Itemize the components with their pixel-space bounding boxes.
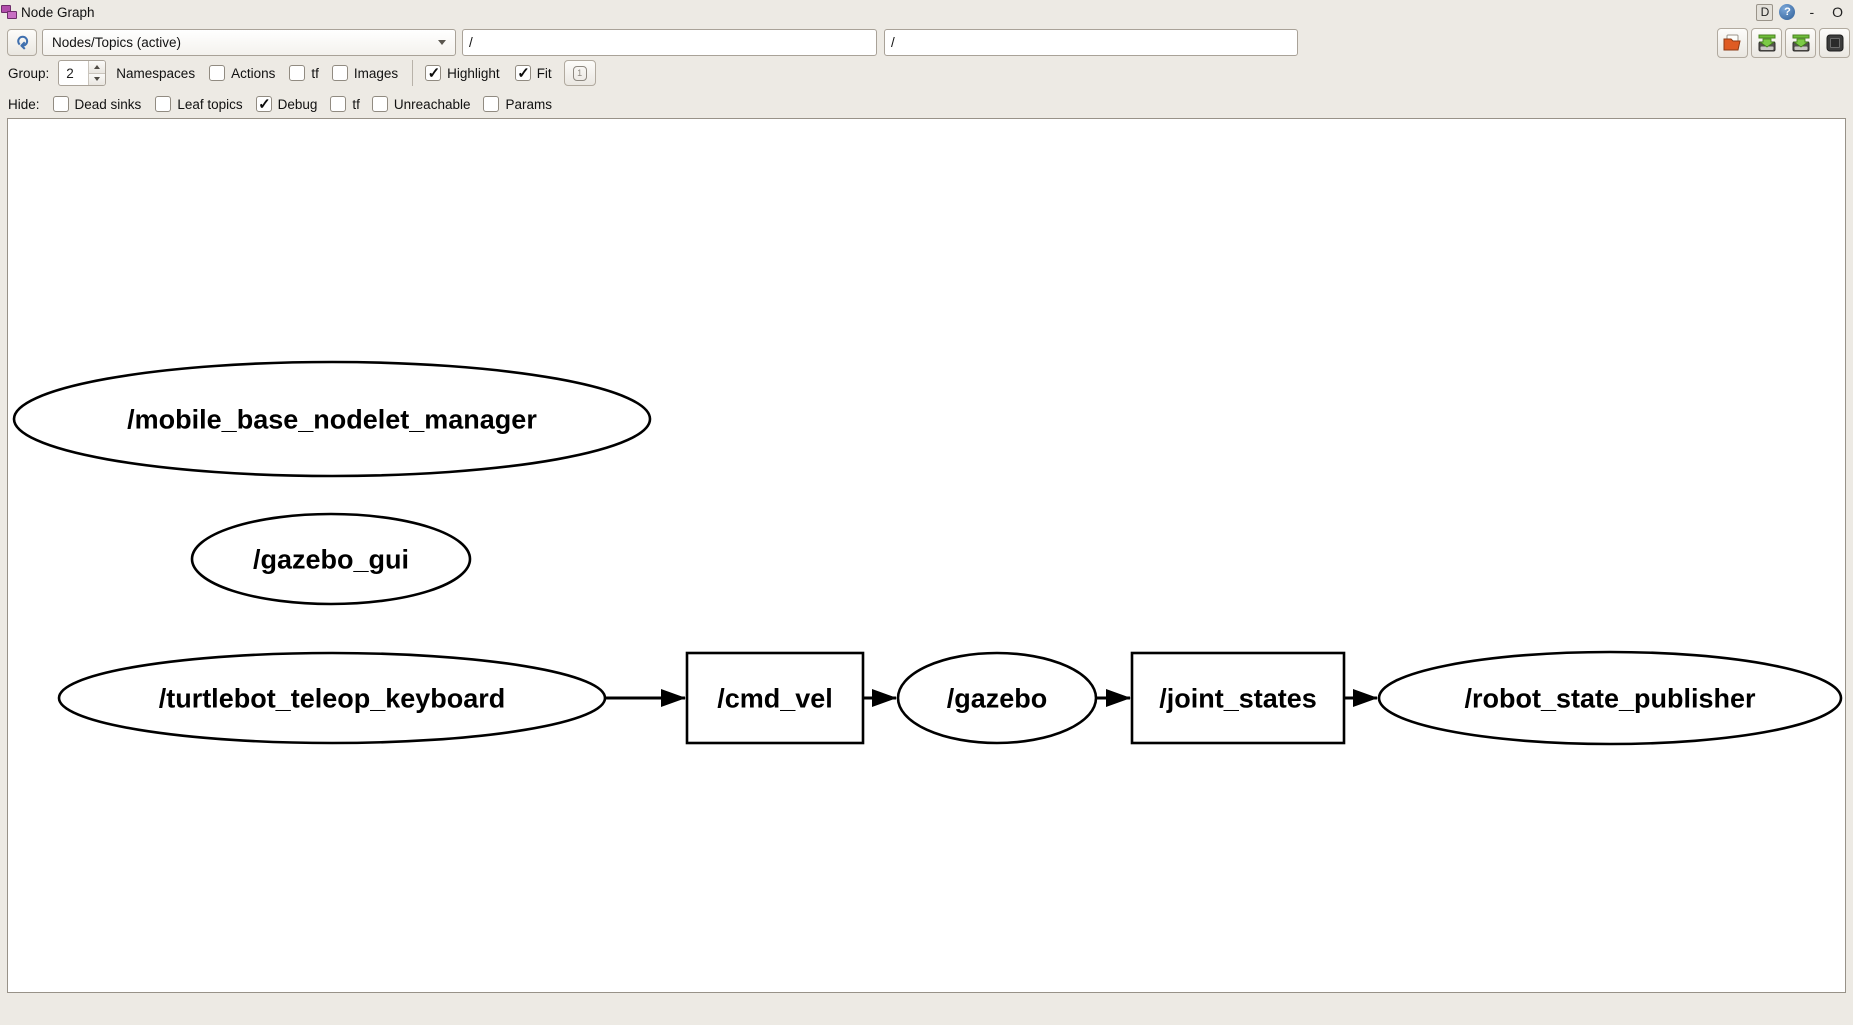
node-robot_state_publisher [1377, 650, 1843, 746]
unreachable-checkbox[interactable] [371, 96, 388, 112]
actions-checkbox-group[interactable]: Actions [209, 65, 275, 81]
node-mobile_base_nodelet_manager [12, 360, 652, 478]
screenshot-icon [1826, 34, 1843, 52]
node-gazebo_gui [190, 512, 472, 606]
dead-sinks-label: Dead sinks [74, 96, 142, 112]
node-label-joint_states: /joint_states [1159, 684, 1317, 714]
save-image-button[interactable] [1819, 28, 1850, 58]
tf-checkbox-group[interactable]: tf [289, 65, 319, 81]
node-turtlebot_teleop_keyboard [57, 651, 607, 745]
unreachable-checkbox-group[interactable]: Unreachable [371, 96, 471, 112]
spinner-up-button[interactable] [89, 61, 106, 74]
hide-label: Hide: [8, 96, 40, 112]
fit-label: Fit [536, 65, 552, 81]
params-checkbox[interactable] [483, 96, 500, 112]
leaf-topics-checkbox-group[interactable]: Leaf topics [155, 96, 243, 112]
hide-tf-checkbox-group[interactable]: tf [330, 96, 360, 112]
spinner-down-button[interactable] [89, 73, 106, 85]
graph-type-value: Nodes/Topics (active) [52, 35, 182, 50]
leaf-topics-checkbox[interactable] [155, 96, 172, 112]
refresh-button[interactable]: ⟳ [7, 29, 37, 56]
node-label-cmd_vel: /cmd_vel [717, 684, 833, 714]
namespaces-label: Namespaces [116, 65, 196, 81]
node-label-robot_state_publisher: /robot_state_publisher [1464, 684, 1756, 714]
highlight-checkbox-group[interactable]: Highlight [425, 64, 500, 82]
debug-checkbox[interactable] [255, 95, 272, 113]
hide-tf-label: tf [352, 96, 360, 112]
chevron-down-icon [438, 40, 446, 45]
actions-label: Actions [231, 65, 276, 81]
close-button[interactable]: O [1832, 4, 1843, 20]
hide-tf-checkbox[interactable] [330, 96, 347, 112]
save-svg-button[interactable] [1785, 28, 1816, 58]
dead-sinks-checkbox-group[interactable]: Dead sinks [52, 96, 142, 112]
graph-type-select[interactable]: Nodes/Topics (active) [42, 29, 456, 56]
highlight-label: Highlight [447, 65, 500, 81]
open-folder-icon [1723, 34, 1741, 51]
toolbar-separator [412, 60, 414, 86]
debug-checkbox-group[interactable]: Debug [255, 95, 318, 113]
node-label-gazebo: /gazebo [947, 684, 1048, 714]
minimize-button[interactable]: - [1809, 4, 1815, 20]
images-checkbox[interactable] [331, 65, 348, 81]
node-label-turtlebot_teleop_keyboard: /turtlebot_teleop_keyboard [159, 684, 506, 714]
node-cmd_vel [685, 651, 865, 745]
toolbar-row-1: ⟳ Nodes/Topics (active) [0, 28, 1853, 58]
images-checkbox-group[interactable]: Images [331, 65, 399, 81]
save-drive-icon [1758, 34, 1775, 52]
dead-sinks-checkbox[interactable] [52, 96, 69, 112]
help-icon[interactable]: ? [1779, 4, 1796, 20]
fit-in-view-button[interactable]: 1 [563, 60, 596, 86]
options-row: Group: 2 Namespaces Actions tf Images Hi… [8, 59, 596, 87]
fit-in-view-icon: 1 [572, 65, 587, 81]
node-joint_states [1130, 651, 1346, 745]
load-dot-button[interactable] [1717, 28, 1748, 58]
fit-checkbox[interactable] [514, 64, 531, 82]
group-spinner[interactable]: 2 [58, 60, 107, 86]
save-dot-button[interactable] [1751, 28, 1782, 58]
images-label: Images [353, 65, 399, 81]
node-gazebo [896, 651, 1098, 745]
params-label: Params [505, 96, 552, 112]
highlight-checkbox[interactable] [425, 64, 442, 82]
tf-label: tf [311, 65, 319, 81]
tf-checkbox[interactable] [289, 65, 306, 81]
titlebar: Node Graph D ? - O [0, 0, 1853, 25]
node-graph-plugin-icon [1, 5, 18, 20]
actions-checkbox[interactable] [209, 65, 226, 81]
dock-button[interactable]: D [1756, 3, 1774, 21]
graph-canvas[interactable]: /mobile_base_nodelet_manager/gazebo_gui /… [7, 118, 1846, 993]
node-label-mobile_base_nodelet_manager: /mobile_base_nodelet_manager [127, 405, 537, 435]
triangle-up-icon [94, 64, 101, 69]
node-filter-input[interactable] [462, 29, 877, 56]
fit-checkbox-group[interactable]: Fit [514, 64, 552, 82]
page-title: Node Graph [21, 5, 95, 20]
leaf-topics-label: Leaf topics [177, 96, 243, 112]
refresh-icon: ⟳ [12, 35, 32, 50]
topic-filter-input[interactable] [884, 29, 1298, 56]
group-label: Group: [8, 65, 50, 81]
node-graph: /mobile_base_nodelet_manager/gazebo_gui /… [12, 360, 1843, 746]
node-label-gazebo_gui: /gazebo_gui [253, 545, 409, 575]
save-drive-icon [1792, 34, 1809, 52]
debug-label: Debug [277, 96, 318, 112]
group-value: 2 [66, 65, 74, 81]
unreachable-label: Unreachable [393, 96, 471, 112]
hide-row: Hide: Dead sinks Leaf topics Debug tf Un… [8, 92, 552, 116]
triangle-down-icon [94, 77, 101, 82]
params-checkbox-group[interactable]: Params [483, 96, 552, 112]
